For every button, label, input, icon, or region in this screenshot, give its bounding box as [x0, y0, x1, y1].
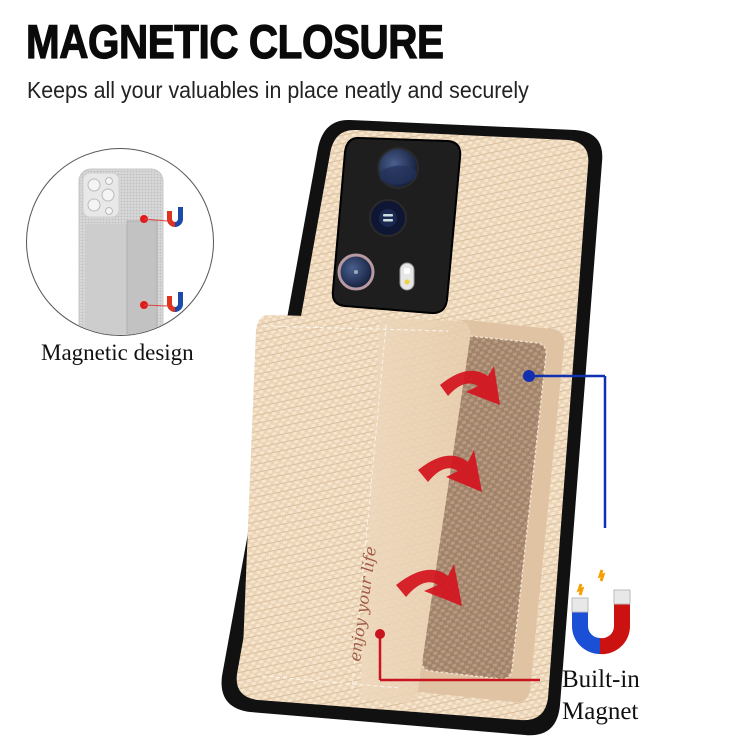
magnet-label-line2: Magnet — [562, 698, 639, 725]
spark-icon — [597, 569, 606, 582]
spark-icon — [576, 583, 585, 596]
page-title: MAGNETIC CLOSURE — [25, 14, 444, 68]
magnet-icon — [571, 569, 631, 655]
callout-dot-red — [375, 629, 385, 639]
page-subtitle: Keeps all your valuables in place neatly… — [27, 77, 529, 103]
built-in-magnet-label: Built-in Magnet — [562, 664, 640, 728]
magnet-icon — [167, 207, 183, 227]
callout-dot-blue — [523, 370, 535, 382]
camera-module — [331, 136, 462, 315]
flash-icon — [399, 262, 415, 291]
arrow-icon — [396, 366, 500, 606]
magnetic-design-label: Magnetic design — [41, 340, 194, 365]
phone-case-icon — [78, 168, 183, 335]
magnet-icon — [167, 292, 183, 312]
magnet-label-line1: Built-in — [562, 666, 640, 693]
magnetic-design-inset — [26, 148, 214, 336]
